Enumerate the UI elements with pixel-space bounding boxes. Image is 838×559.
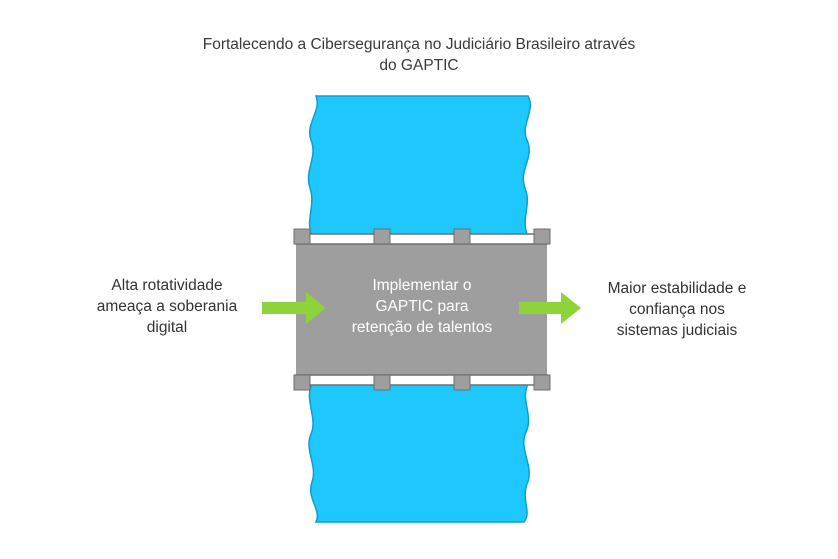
outcome-line-2: confiança nos [629,301,725,318]
title-line-2: do GAPTIC [379,57,459,74]
title-line-1: Fortalecendo a Cibersegurança no Judiciá… [202,36,636,53]
bridge-top-post [373,228,391,245]
problem-line-1: Alta rotatividade [111,277,223,294]
right-arrow-icon [519,292,581,324]
left-arrow-icon [262,292,326,324]
outcome-label: Maior estabilidade e confiança nos siste… [582,278,772,341]
bridge-top-post [533,228,551,245]
bridge-deck [296,244,547,375]
outcome-line-1: Maior estabilidade e [607,280,747,297]
solution-line-2: GAPTIC para [375,298,469,315]
solution-line-3: retenção de talentos [351,319,493,336]
bridge-bottom-post [533,374,551,391]
solution-label: Implementar o GAPTIC para retenção de ta… [312,275,532,338]
bridge-top-post [453,228,471,245]
bridge-top-post [293,228,311,245]
bridge-bottom-post [453,374,471,391]
problem-label: Alta rotatividade ameaça a soberania dig… [72,275,262,338]
bridge-bottom-post [373,374,391,391]
river-bottom [308,383,530,523]
problem-line-3: digital [146,319,188,336]
outcome-line-3: sistemas judiciais [616,322,738,339]
bridge-top-rail [295,233,548,245]
problem-line-2: ameaça a soberania [96,298,238,315]
bridge-bottom-post [293,374,311,391]
river-top [307,95,531,237]
diagram-title: Fortalecendo a Cibersegurança no Judiciá… [0,34,838,76]
bridge-bottom-rail [295,374,548,386]
solution-line-1: Implementar o [372,277,472,294]
